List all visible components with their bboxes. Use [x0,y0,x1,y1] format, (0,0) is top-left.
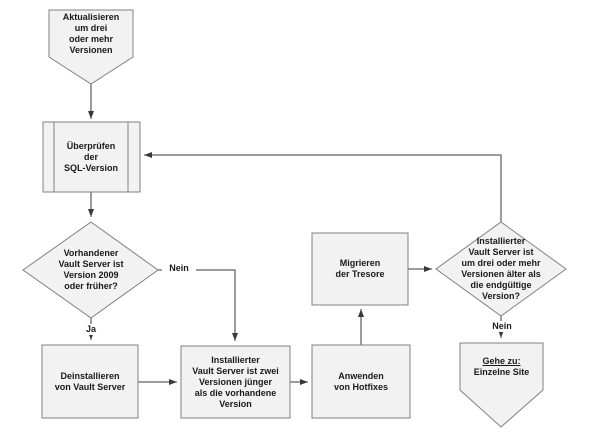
migrate-vaults-process-shape [311,232,409,306]
check-sql-predefined-process-shape [42,121,141,193]
apply-hotfixes-process-shape [311,344,411,419]
start-offpage-connector-shape [48,9,134,85]
install-newer-process-shape [180,345,291,419]
connector-lines [88,84,504,385]
uninstall-process-shape [41,344,139,419]
edge-decision2-loop-to-checksql [144,152,502,222]
decision1-diamond-shape [22,221,159,319]
edge-label-nein-right-decision: Nein [485,321,519,332]
edge-label-nein-left-decision: Nein [162,263,196,274]
goto-offpage-connector-shape [459,342,544,428]
edge-decision1-nein-to-install [158,269,238,341]
edge-label-ja: Ja [76,324,106,335]
decision2-diamond-shape [435,221,567,317]
